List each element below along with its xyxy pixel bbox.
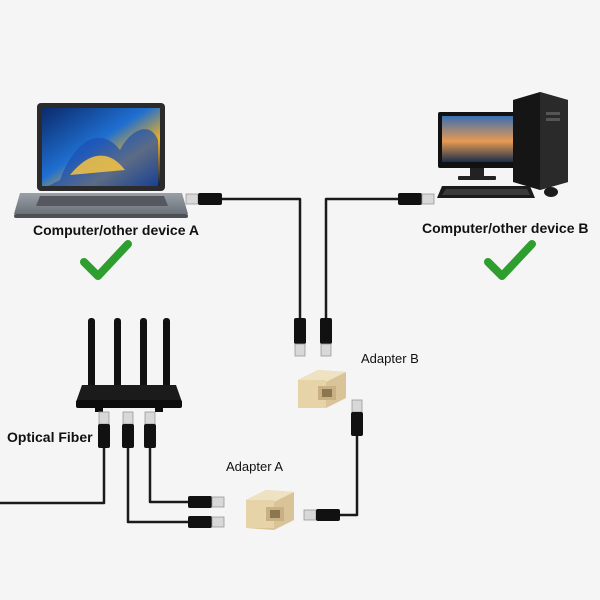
rj45-connector-icon	[188, 496, 225, 508]
router-icon	[76, 318, 182, 412]
rj45-connector-icon	[122, 411, 134, 448]
cable-adapter-a-to-adapter-b	[340, 436, 359, 517]
adapter-b-label: Adapter B	[361, 351, 419, 366]
adapter-a-label: Adapter A	[226, 459, 284, 474]
cable-device-a-to-adapter-b	[222, 197, 302, 318]
rj45-connector-icon	[294, 318, 306, 357]
rj45-connector-icon	[144, 411, 156, 448]
cables	[0, 197, 398, 524]
rj45-coupler-icon	[246, 490, 294, 530]
rj45-connector-icon	[185, 193, 222, 205]
laptop-icon	[14, 103, 188, 218]
rj45-connector-icon	[398, 193, 435, 205]
desktop-computer-icon	[437, 92, 568, 198]
rj45-connector-icon	[98, 411, 110, 448]
checkmark-icon	[484, 240, 536, 280]
device-b-label: Computer/other device B	[422, 220, 589, 236]
rj45-connector-icon	[188, 516, 225, 528]
rj45-coupler-icon	[298, 370, 346, 408]
cable-router-to-adapter-a-2	[126, 448, 188, 524]
optical-fiber-label: Optical Fiber	[7, 429, 93, 445]
rj45-connector-icon	[351, 399, 363, 436]
rj45-connector-icon	[303, 509, 340, 521]
cable-router-to-adapter-a-1	[148, 448, 188, 504]
rj45-connector-icon	[320, 318, 332, 357]
device-a-label: Computer/other device A	[33, 222, 199, 238]
cable-device-b-to-adapter-b	[324, 197, 398, 318]
checkmark-icon	[80, 240, 132, 280]
cable-optical-fiber	[0, 448, 106, 505]
